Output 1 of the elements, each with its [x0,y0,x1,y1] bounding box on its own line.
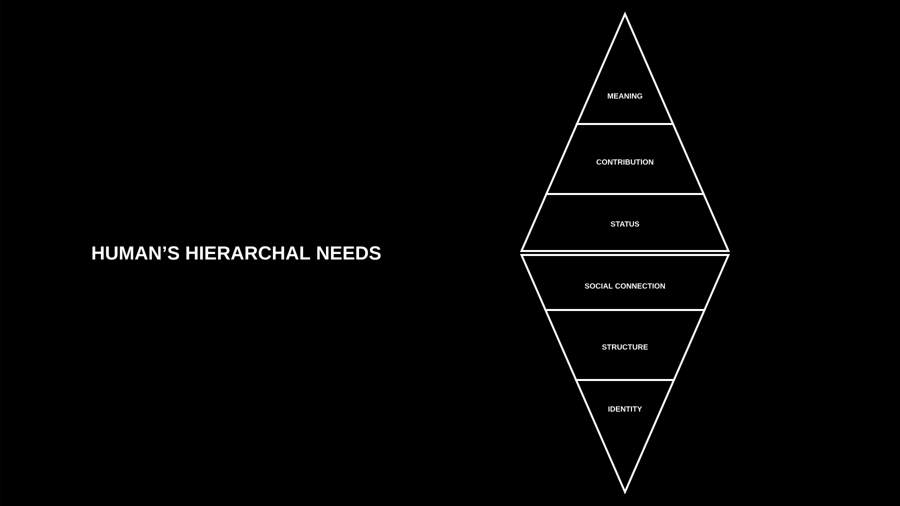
title: HUMAN’S HIERARCHAL NEEDS [92,246,381,260]
